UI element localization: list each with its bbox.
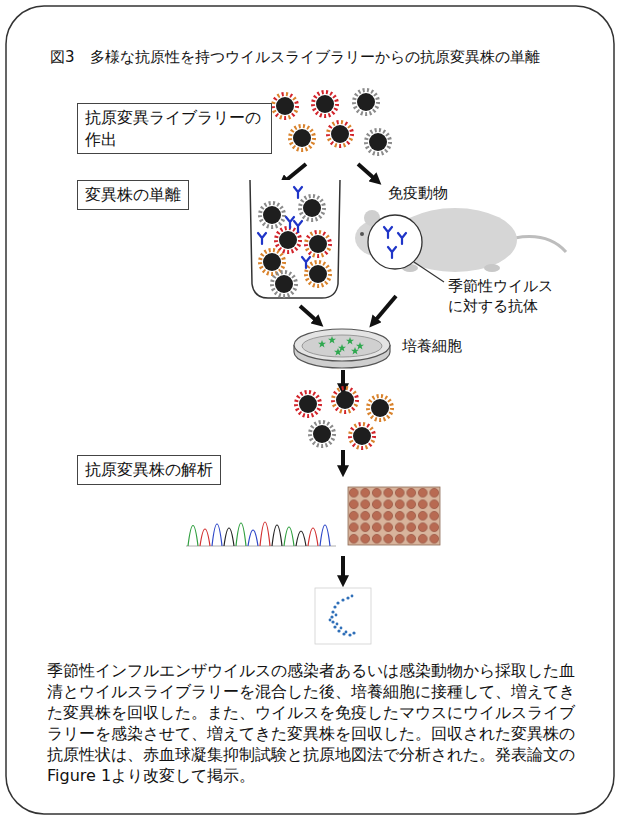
outer-frame (6, 6, 614, 814)
illustration-label: 季節性ウイルスに対する抗体 (446, 276, 561, 317)
sequence-chromatogram (186, 522, 336, 546)
step-label: 抗原変異ライブラリーの作出 (85, 107, 264, 150)
variant-viruses (296, 388, 392, 448)
tube (250, 180, 340, 298)
illustration-label: 培養細胞 (400, 336, 464, 356)
step-box: 抗原変異株の解析 (77, 455, 221, 485)
step-box: 抗原変異ライブラリーの作出 (77, 103, 272, 154)
illustration-label: 免疫動物 (386, 183, 450, 203)
step-label: 抗原変異株の解析 (85, 459, 213, 481)
figure-title: 図3 多様な抗原性を持つウイルスライブラリーからの抗原変異株の単離 (50, 48, 540, 68)
antigenic-map (315, 588, 371, 644)
mouse (355, 208, 566, 282)
virus-library (273, 90, 390, 154)
hi-plate-photo (348, 487, 440, 545)
step-box: 変異株の単離 (77, 180, 189, 210)
step-label: 変異株の単離 (85, 184, 181, 206)
culture-dish (294, 329, 390, 368)
figure-caption: 季節性インフルエンザウイルスの感染者あるいは感染動物から採取した血清とウイルスラ… (47, 660, 583, 786)
